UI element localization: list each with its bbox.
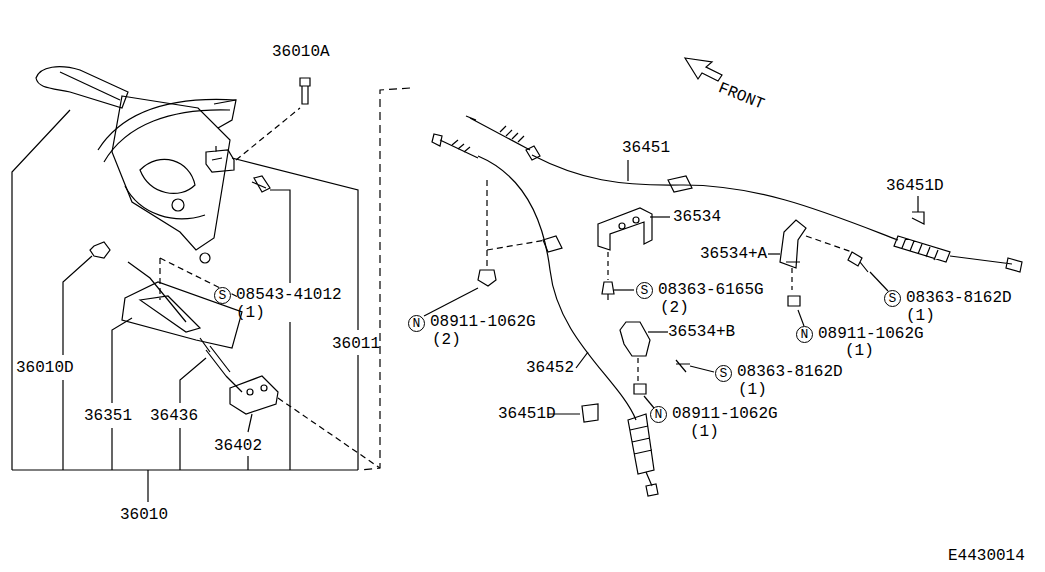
part-number: 36451 — [622, 140, 670, 156]
fastener-symbol: N — [650, 406, 667, 423]
part-number: 08911-1062G — [430, 314, 536, 330]
part-number: (1) — [690, 424, 719, 440]
part-number: 36452 — [526, 360, 574, 376]
part-number: 36451D — [498, 406, 556, 422]
part-number: 36011 — [332, 336, 380, 352]
fastener-symbol: N — [408, 315, 425, 332]
part-number: 08363-8162D — [906, 290, 1012, 306]
part-number: (1) — [738, 382, 767, 398]
fastener-symbol: S — [636, 282, 653, 299]
part-number: 36451D — [886, 178, 944, 194]
part-number: (2) — [660, 300, 689, 316]
part-number: 36010 — [120, 507, 168, 523]
fastener-symbol: S — [884, 290, 901, 307]
part-number: 08363-8162D — [737, 364, 843, 380]
part-number: 08911-1062G — [818, 326, 924, 342]
part-number: 36010D — [16, 360, 74, 376]
part-number: (2) — [432, 332, 461, 348]
fastener-symbol: S — [715, 365, 732, 382]
part-number: 36402 — [214, 438, 262, 454]
part-number: 36534+B — [668, 324, 735, 340]
direction-label: FRONT — [716, 80, 767, 113]
part-number: 36010A — [272, 44, 330, 60]
fastener-symbol: N — [796, 326, 813, 343]
part-number: 08363-6165G — [658, 282, 764, 298]
part-number: (1) — [236, 305, 265, 321]
part-number: 36351 — [84, 408, 132, 424]
part-number: (1) — [845, 343, 874, 359]
fastener-symbol: S — [214, 287, 231, 304]
part-number: 08543-41012 — [236, 287, 342, 303]
part-number: (1) — [906, 308, 935, 324]
part-number: E4430014 — [948, 548, 1025, 564]
part-number: 36534+A — [700, 246, 767, 262]
part-number: 36534 — [673, 209, 721, 225]
part-number: 36436 — [150, 408, 198, 424]
part-number: 08911-1062G — [672, 406, 778, 422]
